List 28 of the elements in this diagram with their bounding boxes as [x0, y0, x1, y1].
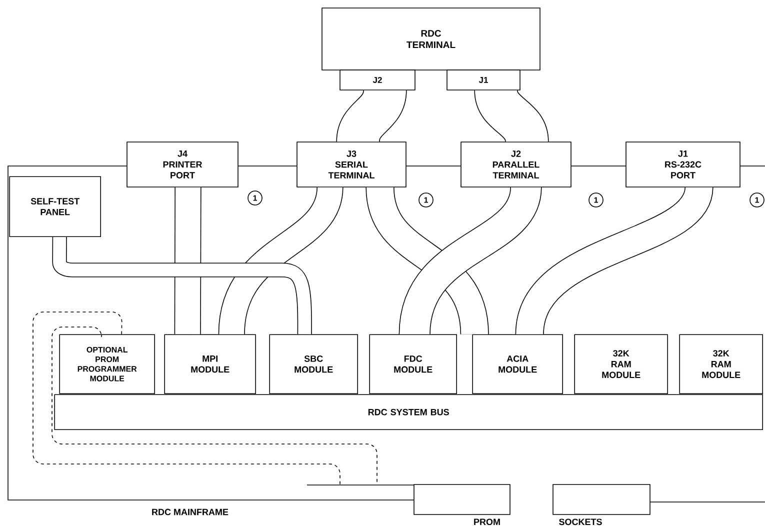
module-box: FDC MODULE — [369, 334, 457, 394]
callout-number: 1 — [248, 190, 262, 206]
connector-box: J3 SERIAL TERMINAL — [296, 142, 406, 188]
cable — [474, 88, 549, 144]
cable — [398, 184, 542, 336]
cable — [218, 186, 344, 336]
connector-box: J2 — [340, 70, 416, 90]
callout-number: 1 — [588, 192, 604, 208]
module-box: 32K RAM MODULE — [574, 334, 668, 394]
connector-box: J1 RS-232C PORT — [626, 142, 740, 188]
module-box: 32K RAM MODULE — [679, 334, 763, 394]
connector-box: J4 PRINTER PORT — [126, 142, 238, 188]
cable — [52, 236, 312, 334]
module-box: ACIA MODULE — [472, 334, 563, 394]
cable — [174, 187, 202, 334]
module-box: OPTIONAL PROM PROGRAMMER MODULE — [59, 334, 155, 394]
module-box: SBC MODULE — [269, 334, 358, 394]
module-box: MPI MODULE — [164, 334, 256, 394]
callout-number: 1 — [750, 192, 764, 208]
cable — [336, 88, 407, 144]
connector-box: J2 PARALLEL TERMINAL — [460, 142, 572, 188]
node-label: PROM — [474, 518, 500, 526]
callout-number: 1 — [418, 192, 434, 208]
connector-box: J1 — [446, 70, 520, 90]
panel-box: SELF-TEST PANEL — [9, 176, 101, 237]
cable — [32, 312, 378, 486]
cable — [366, 186, 489, 336]
node-label: SOCKETS — [559, 518, 602, 526]
